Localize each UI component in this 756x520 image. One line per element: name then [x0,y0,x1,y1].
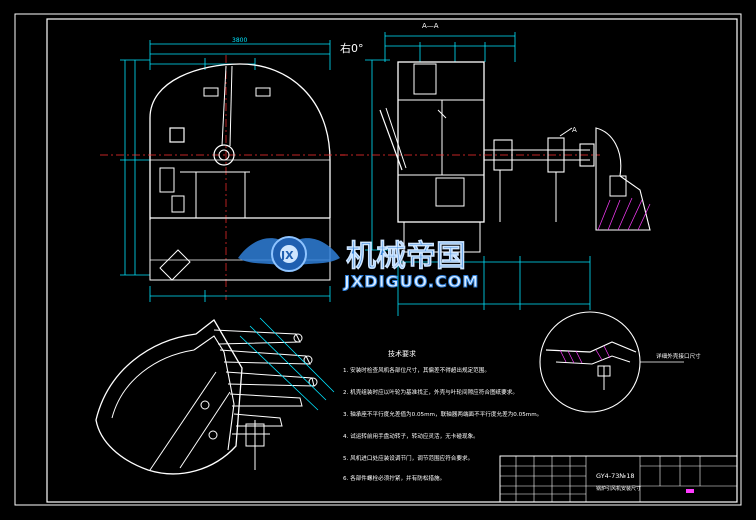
rotor-hub [213,144,235,166]
svg-text:JX: JX [280,249,294,262]
inlet-box-outline [95,319,243,475]
guide-vanes [213,329,315,427]
tech-req-item-1: 1. 安装时检查风机各部位尺寸，其偏差不得超出规定范围。 [343,366,490,374]
support-bracket [159,167,175,193]
vane-pivots [293,333,318,387]
fan-volute-casing [149,63,331,220]
title-block-mark [686,489,694,493]
inlet-box-inner-arc [111,349,195,419]
flange-bolt [200,400,210,410]
foundation-hatch [597,197,651,231]
detail-casing-edge-2 [555,355,631,365]
inspection-door-2 [255,87,271,97]
watermark-logo: JX 机械帝国 JXDIGUO.COM [238,236,479,292]
title-block-frame [499,455,738,503]
section-bottom-dimensions [397,256,591,316]
flange-bolt-2 [208,430,218,440]
section-inlet-flange [413,63,437,95]
detail-circle [539,311,641,413]
tech-req-item-4: 4. 试运转前用手盘动转子，转动应灵活，无卡碰现象。 [343,432,479,440]
section-top-dimensions [365,32,516,251]
detail-circle-view: 详细外壳接口尺寸 [539,311,701,413]
main-angle-label: 右0° [340,41,364,55]
drawing-number: GY4-73№18 [596,472,634,480]
motor-mount [609,175,627,197]
section-pedestal [403,221,481,253]
watermark-name: 机械帝国 [346,239,466,274]
sheet-inner-frame [46,18,738,503]
inlet-flange-edge [193,335,235,451]
inlet-duct-line [229,65,233,147]
section-arrow-label: A [572,126,577,134]
main-left-dimensions [120,59,150,276]
section-bearing-box [435,177,465,207]
main-front-view: 3800 右0° [100,37,364,302]
section-label: A—A [422,22,439,30]
detail-note-text: 详细外壳接口尺寸 [656,352,701,360]
inlet-box-diagonal-2 [179,391,231,469]
bearing-housing [493,139,513,171]
support-foot [171,195,185,213]
motor-box [169,127,185,143]
title-block-grid [500,456,737,502]
inlet-box-detail-view [95,317,335,475]
title-block: GY4-73№18 锅炉引风机安装尺寸 [499,455,738,503]
tech-req-item-2: 2. 机壳组装时应以叶轮为基准找正，外壳与叶轮间隙应符合图纸要求。 [343,388,518,396]
tech-req-item-3: 3. 轴承座不平行度允差值为0.05mm，联轴器两端面不平行度允差为0.05mm… [343,410,542,418]
detail-casing-edge [545,341,637,353]
inlet-box-dimensions [239,317,335,411]
tech-req-item-6: 6. 各部件螺栓必须拧紧，并有防松措施。 [343,474,445,482]
sheet-outer-frame [14,13,742,506]
tech-req-title: 技术要求 [388,349,416,358]
drawing-subtitle: 锅炉引风机安装尺寸 [596,485,641,492]
section-inlet-cone [379,109,403,171]
inclined-damper [159,249,191,281]
inlet-box-diagonal [149,371,217,471]
section-inlet-cone-2 [385,107,407,169]
inlet-duct-line-2 [221,65,227,147]
watermark-url: JXDIGUO.COM [343,272,479,291]
main-top-dimension-text: 3800 [232,37,247,44]
technical-requirements: 技术要求 1. 安装时检查风机各部位尺寸，其偏差不得超出规定范围。 2. 机壳组… [343,349,542,482]
inspection-door [203,87,219,97]
coupling [579,143,595,167]
tech-req-item-5: 5. 风机进口处应装设调节门，调节范围应符合要求。 [343,454,473,462]
main-top-dimensions [149,40,331,70]
rotor-shaft [218,149,230,161]
section-view-aa: A—A A [340,22,651,316]
main-bottom-dimensions [149,286,331,302]
section-casing-outline [397,61,485,223]
gear-hub [280,245,298,263]
motor-side-profile [595,127,651,231]
detail-weld-hatch [559,345,611,364]
